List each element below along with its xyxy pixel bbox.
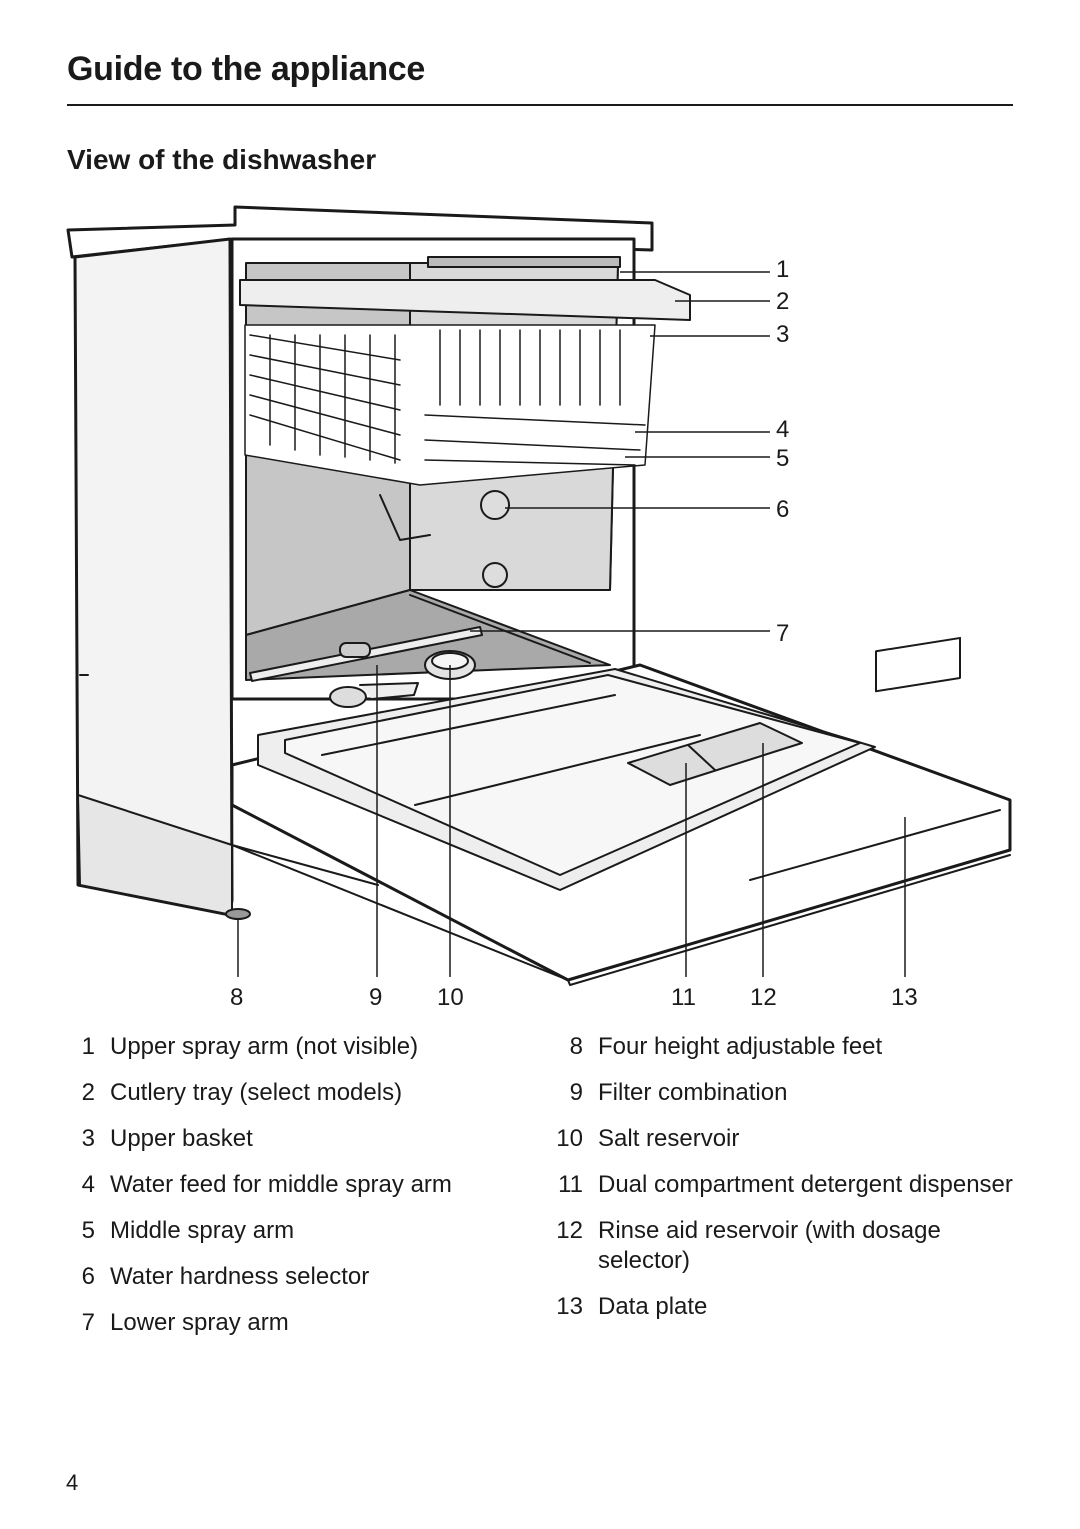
legend-text: Water feed for middle spray arm — [110, 1171, 452, 1198]
water-hardness-selector — [480, 490, 510, 520]
data-plate — [875, 636, 961, 693]
callout-13: 13 — [891, 984, 918, 1011]
page-number: 4 — [66, 1470, 79, 1495]
legend-text: Middle spray arm — [110, 1217, 295, 1244]
legend-text: Data plate — [598, 1293, 708, 1320]
callout-12: 12 — [750, 984, 777, 1011]
legend-right-column: 8 Four height adjustable feet 9 Filter c… — [548, 1032, 1018, 1338]
legend-item: 4 Water feed for middle spray arm — [60, 1170, 530, 1200]
legend-text: Salt reservoir — [598, 1125, 740, 1152]
callout-7: 7 — [776, 620, 790, 647]
legend-item: 1 Upper spray arm (not visible) — [60, 1032, 530, 1062]
legend-text: Upper spray arm (not visible) — [110, 1033, 419, 1060]
legend-item: 3 Upper basket — [60, 1124, 530, 1154]
legend-item: 13 Data plate — [548, 1292, 1018, 1322]
legend-number: 11 — [558, 1171, 583, 1198]
legend-text: Filter combination — [598, 1079, 788, 1106]
legend-number: 10 — [556, 1125, 583, 1152]
callout-5: 5 — [776, 445, 790, 472]
callout-8: 8 — [230, 984, 244, 1011]
legend-number: 13 — [556, 1293, 583, 1320]
legend-left-column: 1 Upper spray arm (not visible) 2 Cutler… — [60, 1032, 530, 1354]
legend-item: 8 Four height adjustable feet — [548, 1032, 1018, 1062]
legend-item: 7 Lower spray arm — [60, 1308, 530, 1338]
legend-item: 9 Filter combination — [548, 1078, 1018, 1108]
legend-item: 6 Water hardness selector — [60, 1262, 530, 1292]
cutlery-tray — [239, 279, 691, 321]
legend-item: 10 Salt reservoir — [548, 1124, 1018, 1154]
legend-number: 5 — [81, 1217, 95, 1244]
callout-11: 11 — [671, 984, 696, 1011]
legend-item: 5 Middle spray arm — [60, 1216, 530, 1246]
legend-number: 8 — [569, 1033, 583, 1060]
callout-6: 6 — [776, 496, 790, 523]
legend-text: Lower spray arm — [110, 1309, 289, 1336]
filter-combination — [329, 686, 367, 708]
callout-4: 4 — [776, 416, 790, 443]
legend-text: Cutlery tray (select models) — [110, 1079, 403, 1106]
legend-text: Dual compartment detergent dispenser — [598, 1171, 1013, 1198]
legend-text: Upper basket — [110, 1125, 253, 1152]
legend-number: 3 — [81, 1125, 95, 1152]
callout-1: 1 — [776, 256, 790, 283]
upper-basket — [244, 324, 656, 541]
section-title: View of the dishwasher — [67, 144, 377, 175]
callout-3: 3 — [776, 321, 790, 348]
dishwasher-illustration — [66, 205, 1012, 986]
legend-number: 4 — [81, 1171, 95, 1198]
page-title: Guide to the appliance — [67, 50, 426, 88]
legend-item: 12 Rinse aid reservoir (with dosage sele… — [548, 1216, 1018, 1276]
legend-number: 12 — [556, 1217, 583, 1244]
callout-10: 10 — [437, 984, 464, 1011]
legend-number: 1 — [81, 1033, 95, 1060]
detergent-dispenser — [627, 722, 803, 786]
legend-item: 11 Dual compartment detergent dispenser — [548, 1170, 1018, 1200]
legend-text: Rinse aid reservoir (with dosage selecto… — [598, 1217, 941, 1274]
legend-item: 2 Cutlery tray (select models) — [60, 1078, 530, 1108]
callout-2: 2 — [776, 288, 790, 315]
legend-text: Four height adjustable feet — [598, 1033, 883, 1060]
legend-number: 6 — [81, 1263, 95, 1290]
legend-number: 2 — [81, 1079, 95, 1106]
title-rule — [67, 104, 1013, 106]
legend-number: 7 — [81, 1309, 95, 1336]
callout-9: 9 — [369, 984, 383, 1011]
foot — [225, 908, 251, 920]
legend-text: Water hardness selector — [110, 1263, 370, 1290]
legend-number: 9 — [569, 1079, 583, 1106]
